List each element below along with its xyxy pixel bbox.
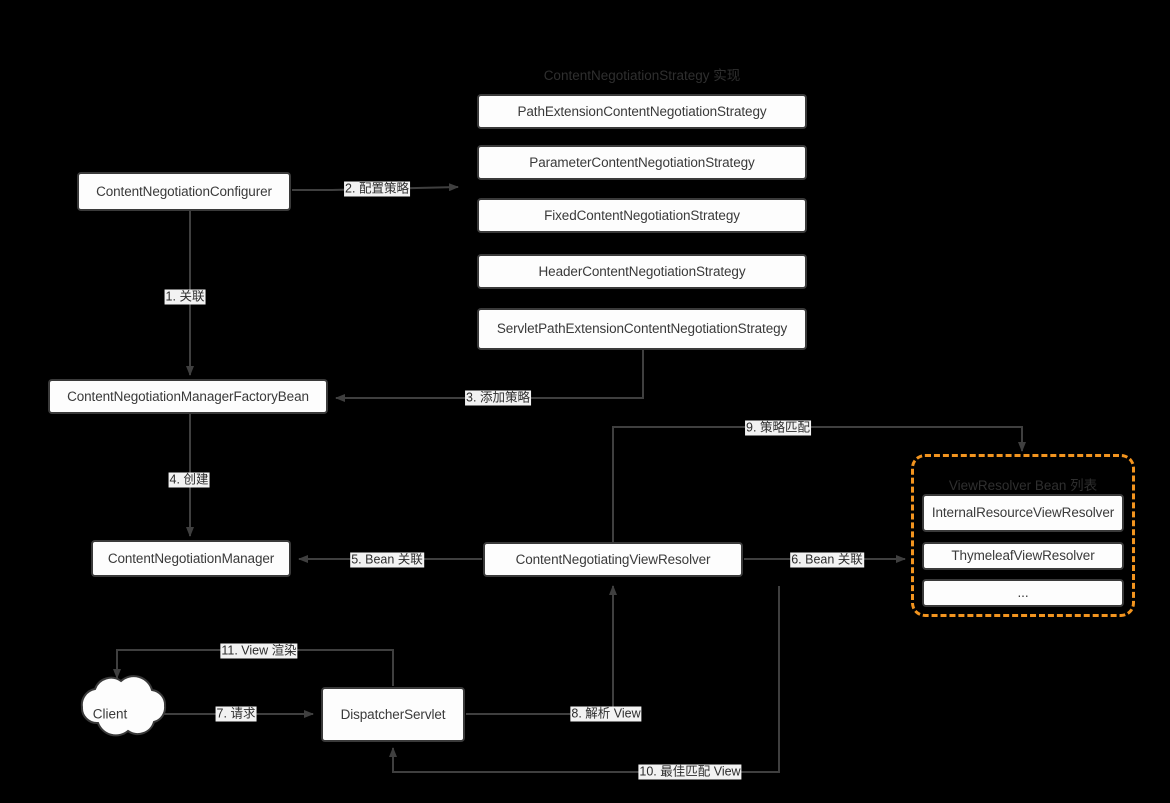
edge-label-3: 3. 添加策略: [465, 390, 531, 406]
view-resolver-group-title: ViewResolver Bean 列表: [948, 478, 1098, 493]
strategy-group-title: ContentNegotiationStrategy 实现: [543, 68, 741, 83]
node-content-negotiation-manager[interactable]: ContentNegotiationManager: [91, 540, 291, 577]
node-strategy-parameter[interactable]: ParameterContentNegotiationStrategy: [477, 145, 807, 180]
edge-label-11: 11. View 渲染: [220, 643, 298, 659]
node-thymeleaf-view-resolver[interactable]: ThymeleafViewResolver: [922, 542, 1124, 570]
edge-10-path: [389, 586, 780, 773]
view-resolver-bean-group: [911, 454, 1135, 617]
edge-label-8: 8. 解析 View: [570, 706, 642, 722]
edge-label-1: 1. 关联: [164, 289, 206, 305]
edge-label-10: 10. 最佳匹配 View: [638, 764, 742, 780]
node-dispatcher-servlet[interactable]: DispatcherServlet: [321, 687, 465, 742]
edge-label-2: 2. 配置策略: [344, 181, 410, 197]
node-strategy-servlet-path-extension[interactable]: ServletPathExtensionContentNegotiationSt…: [477, 308, 807, 350]
node-content-negotiation-manager-factory-bean[interactable]: ContentNegotiationManagerFactoryBean: [48, 379, 328, 414]
node-content-negotiation-configurer[interactable]: ContentNegotiationConfigurer: [77, 172, 291, 211]
edge-label-9: 9. 策略匹配: [745, 420, 811, 436]
edge-label-4: 4. 创建: [168, 472, 210, 488]
node-content-negotiating-view-resolver[interactable]: ContentNegotiatingViewResolver: [483, 542, 743, 577]
client-label: Client: [92, 706, 128, 722]
edge-label-5: 5. Bean 关联: [350, 552, 424, 568]
node-strategy-header[interactable]: HeaderContentNegotiationStrategy: [477, 254, 807, 289]
node-strategy-path-extension[interactable]: PathExtensionContentNegotiationStrategy: [477, 94, 807, 129]
node-view-resolver-ellipsis[interactable]: ...: [922, 579, 1124, 607]
node-strategy-fixed[interactable]: FixedContentNegotiationStrategy: [477, 198, 807, 233]
edge-label-7: 7. 请求: [215, 706, 257, 722]
node-internal-resource-view-resolver[interactable]: InternalResourceViewResolver: [922, 494, 1124, 532]
edge-label-6: 6. Bean 关联: [790, 552, 864, 568]
edge-8-path: [466, 585, 617, 715]
